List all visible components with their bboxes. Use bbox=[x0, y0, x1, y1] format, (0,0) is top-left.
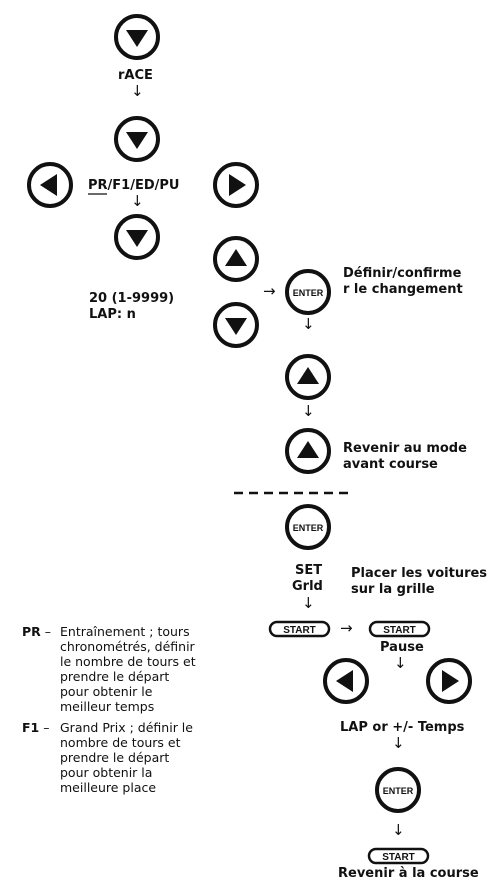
down-button-2[interactable] bbox=[114, 116, 160, 162]
legend-line: nombre de tours et bbox=[60, 735, 181, 750]
legend-dash: – bbox=[44, 624, 52, 639]
resume-label: Revenir à la course bbox=[338, 866, 479, 881]
legend-key: F1– bbox=[22, 720, 50, 735]
legend-body: Entraînement ; tours chronométrés, défin… bbox=[60, 624, 250, 714]
legend-line: chronométrés, définir bbox=[60, 639, 195, 654]
up-button-1[interactable] bbox=[213, 236, 259, 282]
arrow-down-8: ↓ bbox=[392, 821, 405, 839]
back-line-2: avant course bbox=[343, 457, 438, 472]
place-line-2: sur la grille bbox=[351, 582, 435, 597]
arrow-down-5: ↓ bbox=[302, 594, 315, 612]
down-arrow-icon bbox=[225, 318, 247, 335]
legend-line: meilleure place bbox=[60, 780, 157, 795]
mode-pr: PR bbox=[88, 178, 108, 193]
start-button-3[interactable] bbox=[367, 847, 430, 865]
down-button-4[interactable] bbox=[213, 302, 259, 348]
legend-key: PR– bbox=[22, 624, 51, 639]
enter-button-2[interactable] bbox=[285, 504, 331, 550]
legend-line: meilleur temps bbox=[60, 699, 155, 714]
arrow-down-4: ↓ bbox=[302, 402, 315, 420]
legend-body: Grand Prix ; définir le nombre de tours … bbox=[60, 720, 250, 795]
confirm-line-2: r le changement bbox=[343, 282, 463, 297]
arrow-down-1: ↓ bbox=[131, 82, 144, 100]
down-arrow-icon bbox=[126, 30, 148, 47]
confirm-line-1: Définir/confirme bbox=[343, 266, 462, 281]
legend-key-text: F1 bbox=[22, 720, 40, 735]
laps-value: 20 (1-9999) bbox=[89, 291, 175, 306]
start-label-1: START bbox=[283, 625, 316, 636]
right-button-2[interactable] bbox=[426, 658, 472, 704]
start-button-2[interactable] bbox=[368, 620, 431, 638]
mode-rest: /F1/ED/PU bbox=[107, 178, 180, 193]
legend-dash: – bbox=[43, 720, 50, 735]
legend-line: pour obtenir la bbox=[60, 765, 153, 780]
right-arrow-icon bbox=[229, 174, 246, 196]
start-button-1[interactable] bbox=[268, 620, 331, 638]
enter-label-2: ENTER bbox=[293, 523, 324, 533]
left-button-1[interactable] bbox=[27, 162, 73, 208]
left-arrow-icon bbox=[336, 670, 353, 692]
down-button-1[interactable] bbox=[114, 14, 160, 60]
laps-lap: LAP: n bbox=[89, 307, 136, 322]
enter-button-1[interactable] bbox=[285, 269, 331, 315]
arrow-down-6: ↓ bbox=[394, 654, 407, 672]
legend-line: pour obtenir le bbox=[60, 684, 153, 699]
place-line-1: Placer les voitures bbox=[351, 566, 488, 581]
start-label-2: START bbox=[383, 625, 416, 636]
set-line-2: Grld bbox=[292, 579, 323, 594]
back-line-1: Revenir au mode bbox=[343, 441, 467, 456]
arrow-right-2: → bbox=[340, 619, 353, 637]
left-button-2[interactable] bbox=[323, 658, 369, 704]
down-arrow-icon bbox=[126, 230, 148, 247]
mode-label: PR/F1/ED/PU bbox=[88, 178, 179, 193]
right-button-1[interactable] bbox=[213, 162, 259, 208]
arrow-down-2: ↓ bbox=[131, 192, 144, 210]
legend-line: Entraînement ; tours bbox=[60, 624, 190, 639]
lap-or-label: LAP or +/- Temps bbox=[340, 720, 465, 735]
arrow-down-7: ↓ bbox=[392, 734, 405, 752]
legend-line: le nombre de tours et bbox=[60, 654, 196, 669]
arrow-down-3: ↓ bbox=[302, 315, 315, 333]
legend-line: prendre le départ bbox=[60, 669, 170, 684]
legend-line: prendre le départ bbox=[60, 750, 170, 765]
enter-button-3[interactable] bbox=[375, 767, 421, 813]
right-arrow-icon bbox=[442, 670, 459, 692]
up-arrow-icon bbox=[297, 367, 319, 384]
up-button-2[interactable] bbox=[285, 354, 331, 400]
up-arrow-icon bbox=[297, 441, 319, 458]
arrow-right-1: → bbox=[263, 282, 276, 300]
legend-key-text: PR bbox=[22, 624, 41, 639]
up-button-3[interactable] bbox=[285, 428, 331, 474]
start-label-3: START bbox=[382, 852, 415, 863]
legend-line: Grand Prix ; définir le bbox=[60, 720, 193, 735]
set-line-1: SET bbox=[295, 563, 323, 578]
down-arrow-icon bbox=[126, 132, 148, 149]
enter-label-1: ENTER bbox=[293, 288, 324, 298]
race-label: rACE bbox=[118, 68, 153, 83]
up-arrow-icon bbox=[225, 249, 247, 266]
pause-label: Pause bbox=[380, 640, 424, 655]
left-arrow-icon bbox=[40, 174, 57, 196]
down-button-3[interactable] bbox=[114, 214, 160, 260]
enter-label-3: ENTER bbox=[383, 786, 414, 796]
